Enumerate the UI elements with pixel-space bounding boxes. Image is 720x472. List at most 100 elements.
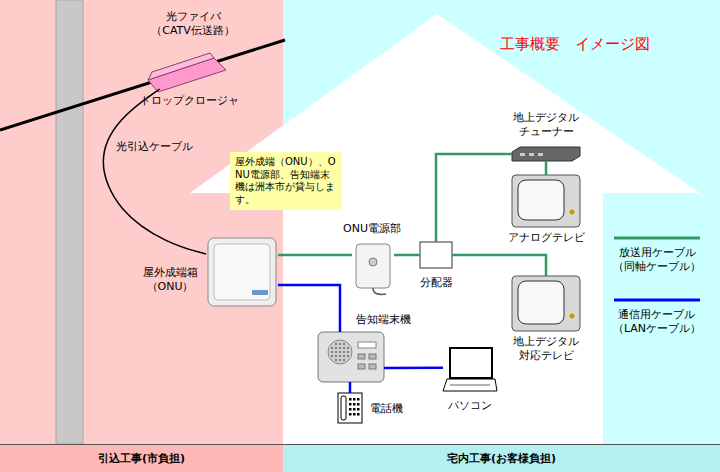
onu-face	[214, 244, 270, 300]
grill-hole	[335, 343, 337, 345]
device-label: アナログテレビ	[508, 231, 585, 245]
band-label: 宅内工事(お客様負担)	[447, 452, 556, 466]
grill-hole	[331, 347, 333, 349]
device-label: パソコン	[448, 399, 492, 413]
legend-text: 放送用ケーブル （同軸ケーブル）	[613, 246, 701, 274]
cost-band: 引込工事(市負担)	[0, 444, 283, 472]
device-label: 電話機	[370, 402, 403, 416]
phone-key	[349, 403, 352, 406]
cost-band: 宅内工事(お客様負担)	[283, 444, 720, 472]
onu-tag	[252, 290, 268, 295]
device-label: 地上デジタル 対応テレビ	[513, 335, 579, 363]
tv-screen	[518, 281, 564, 324]
grill-hole	[335, 359, 337, 361]
laptop: パソコン	[443, 348, 497, 392]
cable-connector	[394, 254, 420, 257]
grill-hole	[343, 359, 345, 361]
utility-pole	[56, 0, 83, 444]
onu-box: 屋外成端箱 （ONU）	[206, 236, 278, 308]
onu-box	[208, 238, 276, 306]
grill-hole	[339, 359, 341, 361]
grill-hole	[335, 351, 337, 353]
grill-hole	[335, 355, 337, 357]
device-label: 分配器	[420, 276, 453, 290]
grill-hole	[347, 351, 349, 353]
phone-key	[353, 403, 356, 406]
speaker-grill	[331, 343, 349, 361]
splitter-box	[420, 242, 452, 268]
grill-hole	[339, 347, 341, 349]
phone-key	[353, 408, 356, 411]
device-label: ONU電源部	[343, 222, 401, 236]
diagram-title: 工事概要 イメージ図	[500, 35, 650, 54]
power-cord	[373, 288, 386, 294]
announcement-terminal: 告知端末機	[318, 332, 384, 382]
cable-connector	[545, 161, 548, 175]
power-unit: ONU電源部	[352, 242, 394, 290]
tv-lamp	[570, 314, 575, 319]
terminal-speaker	[328, 340, 352, 364]
grill-hole	[335, 347, 337, 349]
analog-tv: アナログテレビ	[512, 175, 580, 227]
power-unit	[356, 244, 390, 288]
tv-screen	[518, 180, 564, 220]
terminal-display	[358, 342, 376, 348]
cable-connector	[349, 382, 352, 393]
digital-tv: 地上デジタル 対応テレビ	[512, 276, 580, 331]
phone-keypad	[349, 398, 360, 416]
device-label: 告知端末機	[356, 313, 411, 327]
grill-hole	[347, 355, 349, 357]
device-label: 屋外成端箱 （ONU）	[143, 266, 198, 294]
tuner-body	[512, 147, 580, 161]
grill-hole	[343, 351, 345, 353]
phone-key	[349, 398, 352, 401]
splitter-box: 分配器	[420, 242, 452, 268]
phone-key	[357, 408, 360, 411]
power-unit-knob	[369, 258, 377, 266]
legend-sample-line	[614, 299, 700, 302]
band-label: 引込工事(市負担)	[98, 452, 185, 466]
fiber-line	[0, 40, 285, 130]
tuner-button	[538, 153, 543, 156]
grill-hole	[331, 355, 333, 357]
cable-connector	[452, 255, 546, 276]
tuner-button	[520, 153, 525, 156]
grill-hole	[347, 347, 349, 349]
grill-hole	[339, 355, 341, 357]
note-text: 屋外成端（ONU）、ONU電源部、告知端末機は洲本市が貸与します。	[235, 156, 337, 206]
grill-hole	[343, 355, 345, 357]
drop-closure: ドロップクロージャ	[148, 55, 226, 89]
laptop-keys	[450, 385, 490, 386]
phone-key	[357, 413, 360, 416]
phone-key	[357, 403, 360, 406]
tv-lamp	[570, 210, 575, 215]
terminal-body	[318, 332, 384, 382]
legend-sample-line	[614, 237, 700, 240]
tv-frame	[512, 276, 580, 331]
grill-hole	[343, 347, 345, 349]
pull-in-region	[0, 0, 283, 472]
tv-frame	[512, 175, 580, 227]
note-box: 屋外成端（ONU）、ONU電源部、告知端末機は洲本市が貸与します。	[230, 152, 342, 210]
drop-closure-top	[148, 53, 214, 80]
terminal-button	[358, 364, 365, 369]
device-label: 地上デジタル チューナー	[513, 111, 579, 139]
telephone: 電話機	[338, 393, 362, 423]
tuner: 地上デジタル チューナー	[512, 147, 580, 161]
phone-handset	[341, 396, 346, 420]
fiber-label: 光ファイバ （CATV伝送路）	[151, 10, 235, 38]
cable-connector	[384, 367, 443, 370]
phone-key	[353, 398, 356, 401]
phone-key	[357, 398, 360, 401]
house-outline	[190, 14, 700, 444]
phone-body	[338, 393, 362, 423]
cable-connector	[278, 285, 340, 332]
cable-connector	[436, 154, 512, 242]
legend-text: 通信用ケーブル （LANケーブル）	[613, 308, 701, 336]
laptop-base	[443, 379, 497, 391]
tuner-button	[529, 153, 534, 156]
phone-key	[349, 413, 352, 416]
grill-hole	[339, 351, 341, 353]
device-label: ドロップクロージャ	[140, 94, 239, 108]
